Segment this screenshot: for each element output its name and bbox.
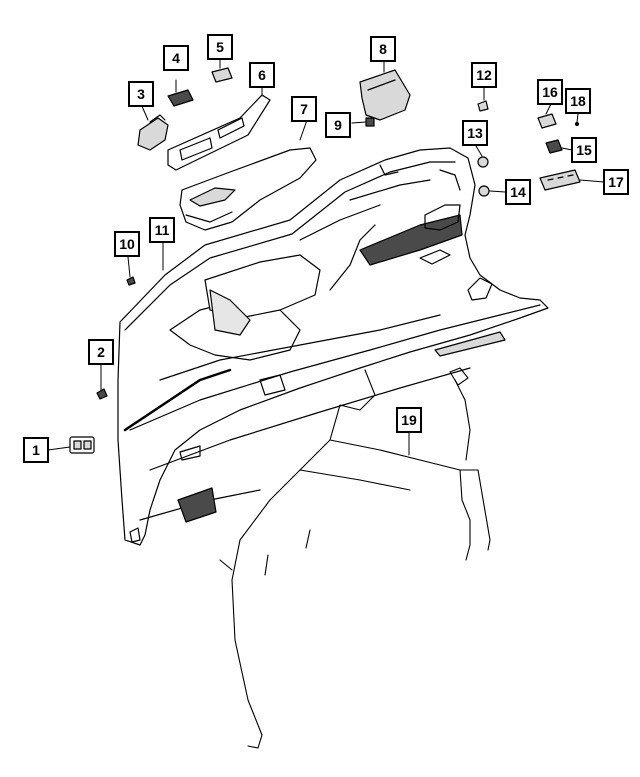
callout-6: 6 [249, 62, 275, 88]
part-12-clip [477, 100, 489, 112]
part-1-switch [69, 436, 95, 454]
part-7-armrest [179, 147, 317, 231]
callout-19: 19 [396, 407, 422, 433]
leader-lines [47, 58, 605, 456]
part-4-button [167, 89, 194, 107]
part-16-lamp [537, 113, 557, 129]
callout-13: 13 [462, 120, 488, 146]
part-10-fastener [126, 276, 136, 286]
part-15-switch [545, 139, 563, 154]
part-9-clip [365, 117, 375, 127]
part-5-button [211, 67, 233, 83]
callout-1: 1 [23, 437, 49, 463]
callout-17: 17 [603, 169, 629, 195]
part-14-grommet [478, 185, 490, 197]
part-17-switch-bank [539, 169, 581, 191]
callout-15: 15 [571, 137, 597, 163]
callout-7: 7 [291, 96, 317, 122]
callout-12: 12 [471, 62, 497, 88]
callout-14: 14 [505, 179, 531, 205]
part-2-clip [96, 388, 108, 400]
wiring-harness [219, 367, 491, 749]
callout-5: 5 [207, 34, 233, 60]
callout-9: 9 [325, 112, 351, 138]
part-8-cover [359, 69, 411, 121]
part-3-bracket [137, 114, 169, 151]
callout-10: 10 [114, 231, 140, 257]
callout-8: 8 [370, 36, 396, 62]
callout-3: 3 [128, 81, 154, 107]
callout-16: 16 [537, 79, 563, 105]
part-6-trim-bezel [167, 94, 271, 171]
callout-11: 11 [149, 217, 175, 243]
callout-2: 2 [88, 339, 114, 365]
callout-4: 4 [163, 45, 189, 71]
part-13-grommet [477, 156, 489, 168]
quarter-trim-panel [117, 147, 549, 546]
callout-18: 18 [565, 88, 591, 114]
part-18-screw [574, 121, 580, 127]
